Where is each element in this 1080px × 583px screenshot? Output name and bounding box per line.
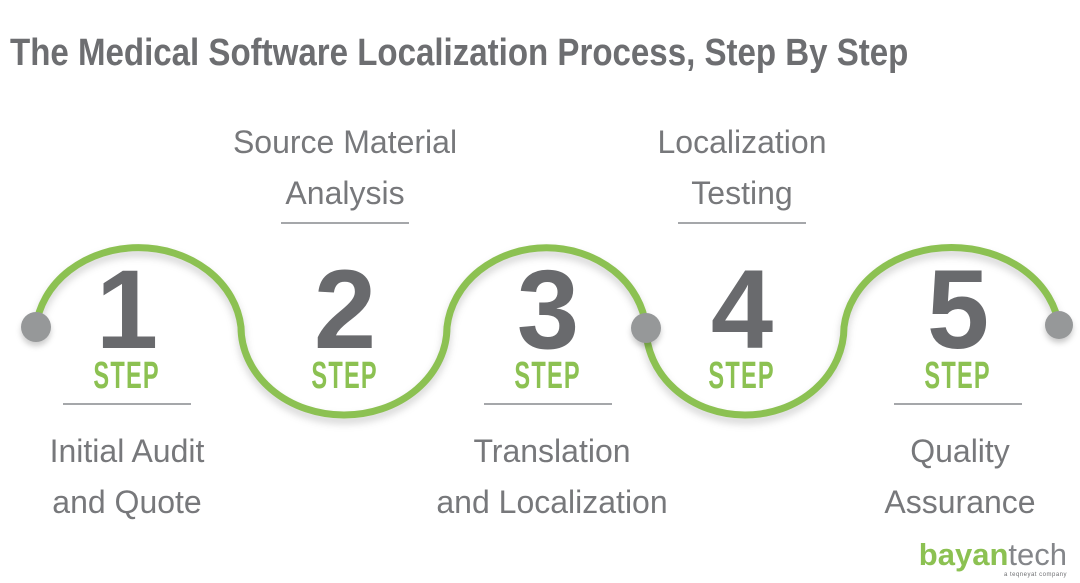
step-title-line: Source Material	[232, 124, 458, 160]
wave-line	[32, 244, 1063, 419]
end-dot-icon	[1045, 311, 1073, 339]
step-title-line: Localization	[657, 124, 827, 160]
step-number: 5	[926, 247, 990, 372]
step-word: STEP	[93, 355, 161, 397]
step-number: 3	[516, 247, 580, 372]
step-title-line: Analysis	[285, 175, 405, 211]
step-title: Translation and Localization	[382, 426, 722, 528]
middle-dot-icon	[631, 313, 661, 343]
step-title-line: Initial Audit	[49, 433, 205, 469]
step-number: 1	[95, 247, 159, 372]
step-title: Initial Audit and Quote	[0, 426, 297, 528]
step-title-line: Translation	[473, 433, 631, 469]
page-title: The Medical Software Localization Proces…	[10, 32, 909, 75]
step-title: Quality Assurance	[790, 426, 1080, 528]
brand-wordmark: bayantech	[918, 537, 1067, 572]
step-title: Source Material Analysis	[175, 117, 515, 219]
brand-name-gray: tech	[1008, 537, 1067, 572]
start-dot-icon	[21, 312, 51, 342]
step-number: 2	[313, 247, 377, 372]
step-number: 4	[710, 247, 774, 372]
step-title-line: Assurance	[884, 484, 1036, 520]
step-title-line: Quality	[910, 433, 1010, 469]
step-title: Localization Testing	[572, 117, 912, 219]
step-underline	[281, 222, 409, 224]
step-underline	[484, 403, 612, 405]
step-word: STEP	[924, 355, 992, 397]
step-title-line: Testing	[691, 175, 793, 211]
step-word: STEP	[514, 355, 582, 397]
step-title-line: and Quote	[52, 484, 202, 520]
brand-logo: bayantech a teqneyat company	[918, 537, 1067, 578]
step-word: STEP	[311, 355, 379, 397]
step-underline	[894, 403, 1022, 405]
step-word: STEP	[708, 355, 776, 397]
brand-name-green: bayan	[918, 537, 1009, 572]
step-title-line: and Localization	[436, 484, 668, 520]
step-underline	[63, 403, 191, 405]
brand-tagline: a teqneyat company	[1003, 572, 1067, 578]
step-underline	[678, 222, 806, 224]
